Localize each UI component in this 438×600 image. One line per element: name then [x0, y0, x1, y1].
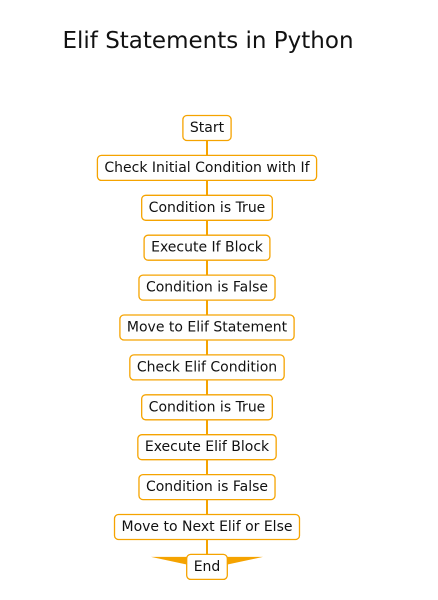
flow-node: Condition is True	[141, 394, 273, 421]
flow-node-label: Condition is False	[146, 280, 268, 296]
flow-node: Condition is False	[138, 274, 276, 301]
flow-node: Check Initial Condition with If	[96, 154, 318, 182]
flow-node: Condition is True	[141, 194, 273, 221]
flow-node-box	[186, 553, 228, 581]
flow-node-label: Start	[190, 120, 225, 136]
flow-node-label: Condition is False	[146, 479, 268, 495]
flow-node-box	[129, 354, 285, 381]
flow-node: Start	[182, 114, 232, 142]
flow-node: Move to Next Elif or Else	[113, 513, 301, 541]
flow-node-box	[113, 513, 301, 541]
flow-node-label: Check Elif Condition	[137, 359, 277, 375]
flow-edges	[151, 128, 263, 569]
flow-node: Condition is False	[138, 473, 276, 501]
flow-node-box	[182, 114, 232, 142]
flow-node-box	[138, 274, 276, 301]
flow-node-label: Condition is True	[149, 399, 266, 415]
flow-node-box	[137, 434, 277, 461]
flow-node-label: Execute If Block	[151, 240, 264, 256]
flow-node-box	[138, 473, 276, 501]
flow-node-label: Condition is True	[149, 200, 266, 216]
flow-node: Execute Elif Block	[137, 434, 277, 461]
flow-node-label: Move to Elif Statement	[127, 320, 288, 336]
flow-node: End	[186, 553, 228, 581]
flow-node-box	[119, 314, 295, 341]
flow-node-label: Check Initial Condition with If	[104, 160, 310, 176]
flow-node-label: Move to Next Elif or Else	[122, 519, 293, 535]
flow-node-box	[141, 394, 273, 421]
flow-node-label: End	[194, 559, 221, 575]
flow-node-box	[96, 154, 318, 182]
flow-node: Move to Elif Statement	[119, 314, 295, 341]
flow-node-label: Execute Elif Block	[145, 439, 270, 455]
flow-node: Execute If Block	[143, 234, 271, 261]
diagram-title: Elif Statements in Python	[62, 28, 354, 54]
flow-node-box	[141, 194, 273, 221]
flow-node: Check Elif Condition	[129, 354, 285, 381]
flow-node-box	[143, 234, 271, 261]
